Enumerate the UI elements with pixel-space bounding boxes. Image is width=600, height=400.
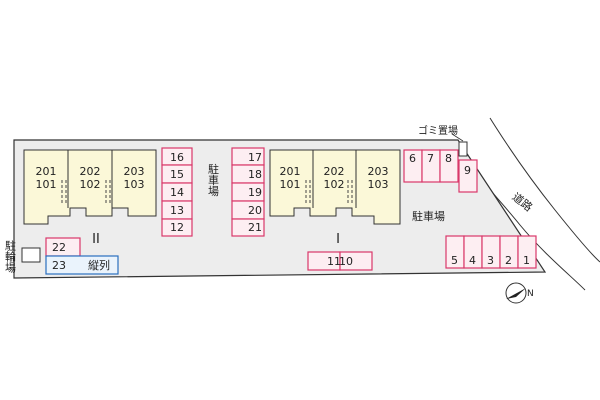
- space-number: 20: [248, 204, 262, 217]
- building-1-outline: [269, 149, 401, 225]
- space-number: 7: [427, 152, 434, 165]
- unit-label: 103: [368, 178, 389, 191]
- space-number: 6: [409, 152, 416, 165]
- space-number: 10: [339, 255, 353, 268]
- space-number: 8: [445, 152, 452, 165]
- parking-space: [439, 149, 459, 183]
- space-number: 4: [469, 254, 476, 267]
- road-label: 道路: [509, 190, 535, 215]
- bicycle-parking-label: 駐輪場: [4, 239, 17, 274]
- road-edge-right: [489, 117, 600, 263]
- parking-lot-label-right: 駐車場: [412, 209, 445, 223]
- space-number: 18: [248, 168, 262, 181]
- compass-icon: N: [505, 282, 534, 304]
- parking-space: [231, 218, 265, 237]
- building-1: 201 101 202 102 203 103 I: [269, 149, 401, 247]
- unit-label: 202: [80, 165, 101, 178]
- parking-space: [517, 235, 537, 269]
- parking-top-row: 6 7 8: [403, 149, 459, 183]
- space-number: 23: [52, 259, 66, 272]
- unit-label: 101: [280, 178, 301, 191]
- unit-label: 102: [324, 178, 345, 191]
- parking-pair: 11 10: [307, 251, 373, 271]
- space-number: 14: [170, 186, 184, 199]
- space-number: 11: [327, 255, 341, 268]
- unit-label: 201: [36, 165, 57, 178]
- space-number: 13: [170, 204, 184, 217]
- parking-lot-label-left: 駐車場: [207, 162, 220, 197]
- building-2-outline: [23, 149, 157, 225]
- tandem-label: 縦列: [88, 258, 110, 272]
- space-number: 9: [464, 164, 471, 177]
- parking-space: [161, 218, 193, 237]
- parking-bottom-row: 5 4 3 2 1: [445, 235, 537, 269]
- unit-label: 101: [36, 178, 57, 191]
- unit-label: 202: [324, 165, 345, 178]
- space-number: 1: [523, 254, 530, 267]
- compass-north-label: N: [527, 289, 534, 299]
- parking-space: [339, 251, 373, 271]
- space-number: 19: [248, 186, 262, 199]
- garbage-area: [458, 141, 468, 157]
- unit-label: 203: [124, 165, 145, 178]
- building-1-label: I: [336, 232, 340, 247]
- space-number: 15: [170, 168, 184, 181]
- space-number: 12: [170, 221, 184, 234]
- space-number: 3: [487, 254, 494, 267]
- building-2: 201 101 202 102 203 103 II: [23, 149, 157, 247]
- garbage-area-label: ゴミ置場: [418, 124, 458, 137]
- space-number: 2: [505, 254, 512, 267]
- unit-label: 201: [280, 165, 301, 178]
- parking-space: [458, 159, 478, 193]
- building-2-label: II: [92, 232, 100, 247]
- parking-column-a: 16 15 14 13 12: [161, 147, 193, 237]
- unit-label: 102: [80, 178, 101, 191]
- space-number: 21: [248, 221, 262, 234]
- space-number: 5: [451, 254, 458, 267]
- space-number: 22: [52, 241, 66, 254]
- bicycle-parking-area: [21, 247, 41, 263]
- tandem-parking-space: [45, 255, 119, 275]
- space-number: 17: [248, 151, 262, 164]
- unit-label: 203: [368, 165, 389, 178]
- space-number: 16: [170, 151, 184, 164]
- unit-label: 103: [124, 178, 145, 191]
- parking-column-b: 17 18 19 20 21: [231, 147, 265, 237]
